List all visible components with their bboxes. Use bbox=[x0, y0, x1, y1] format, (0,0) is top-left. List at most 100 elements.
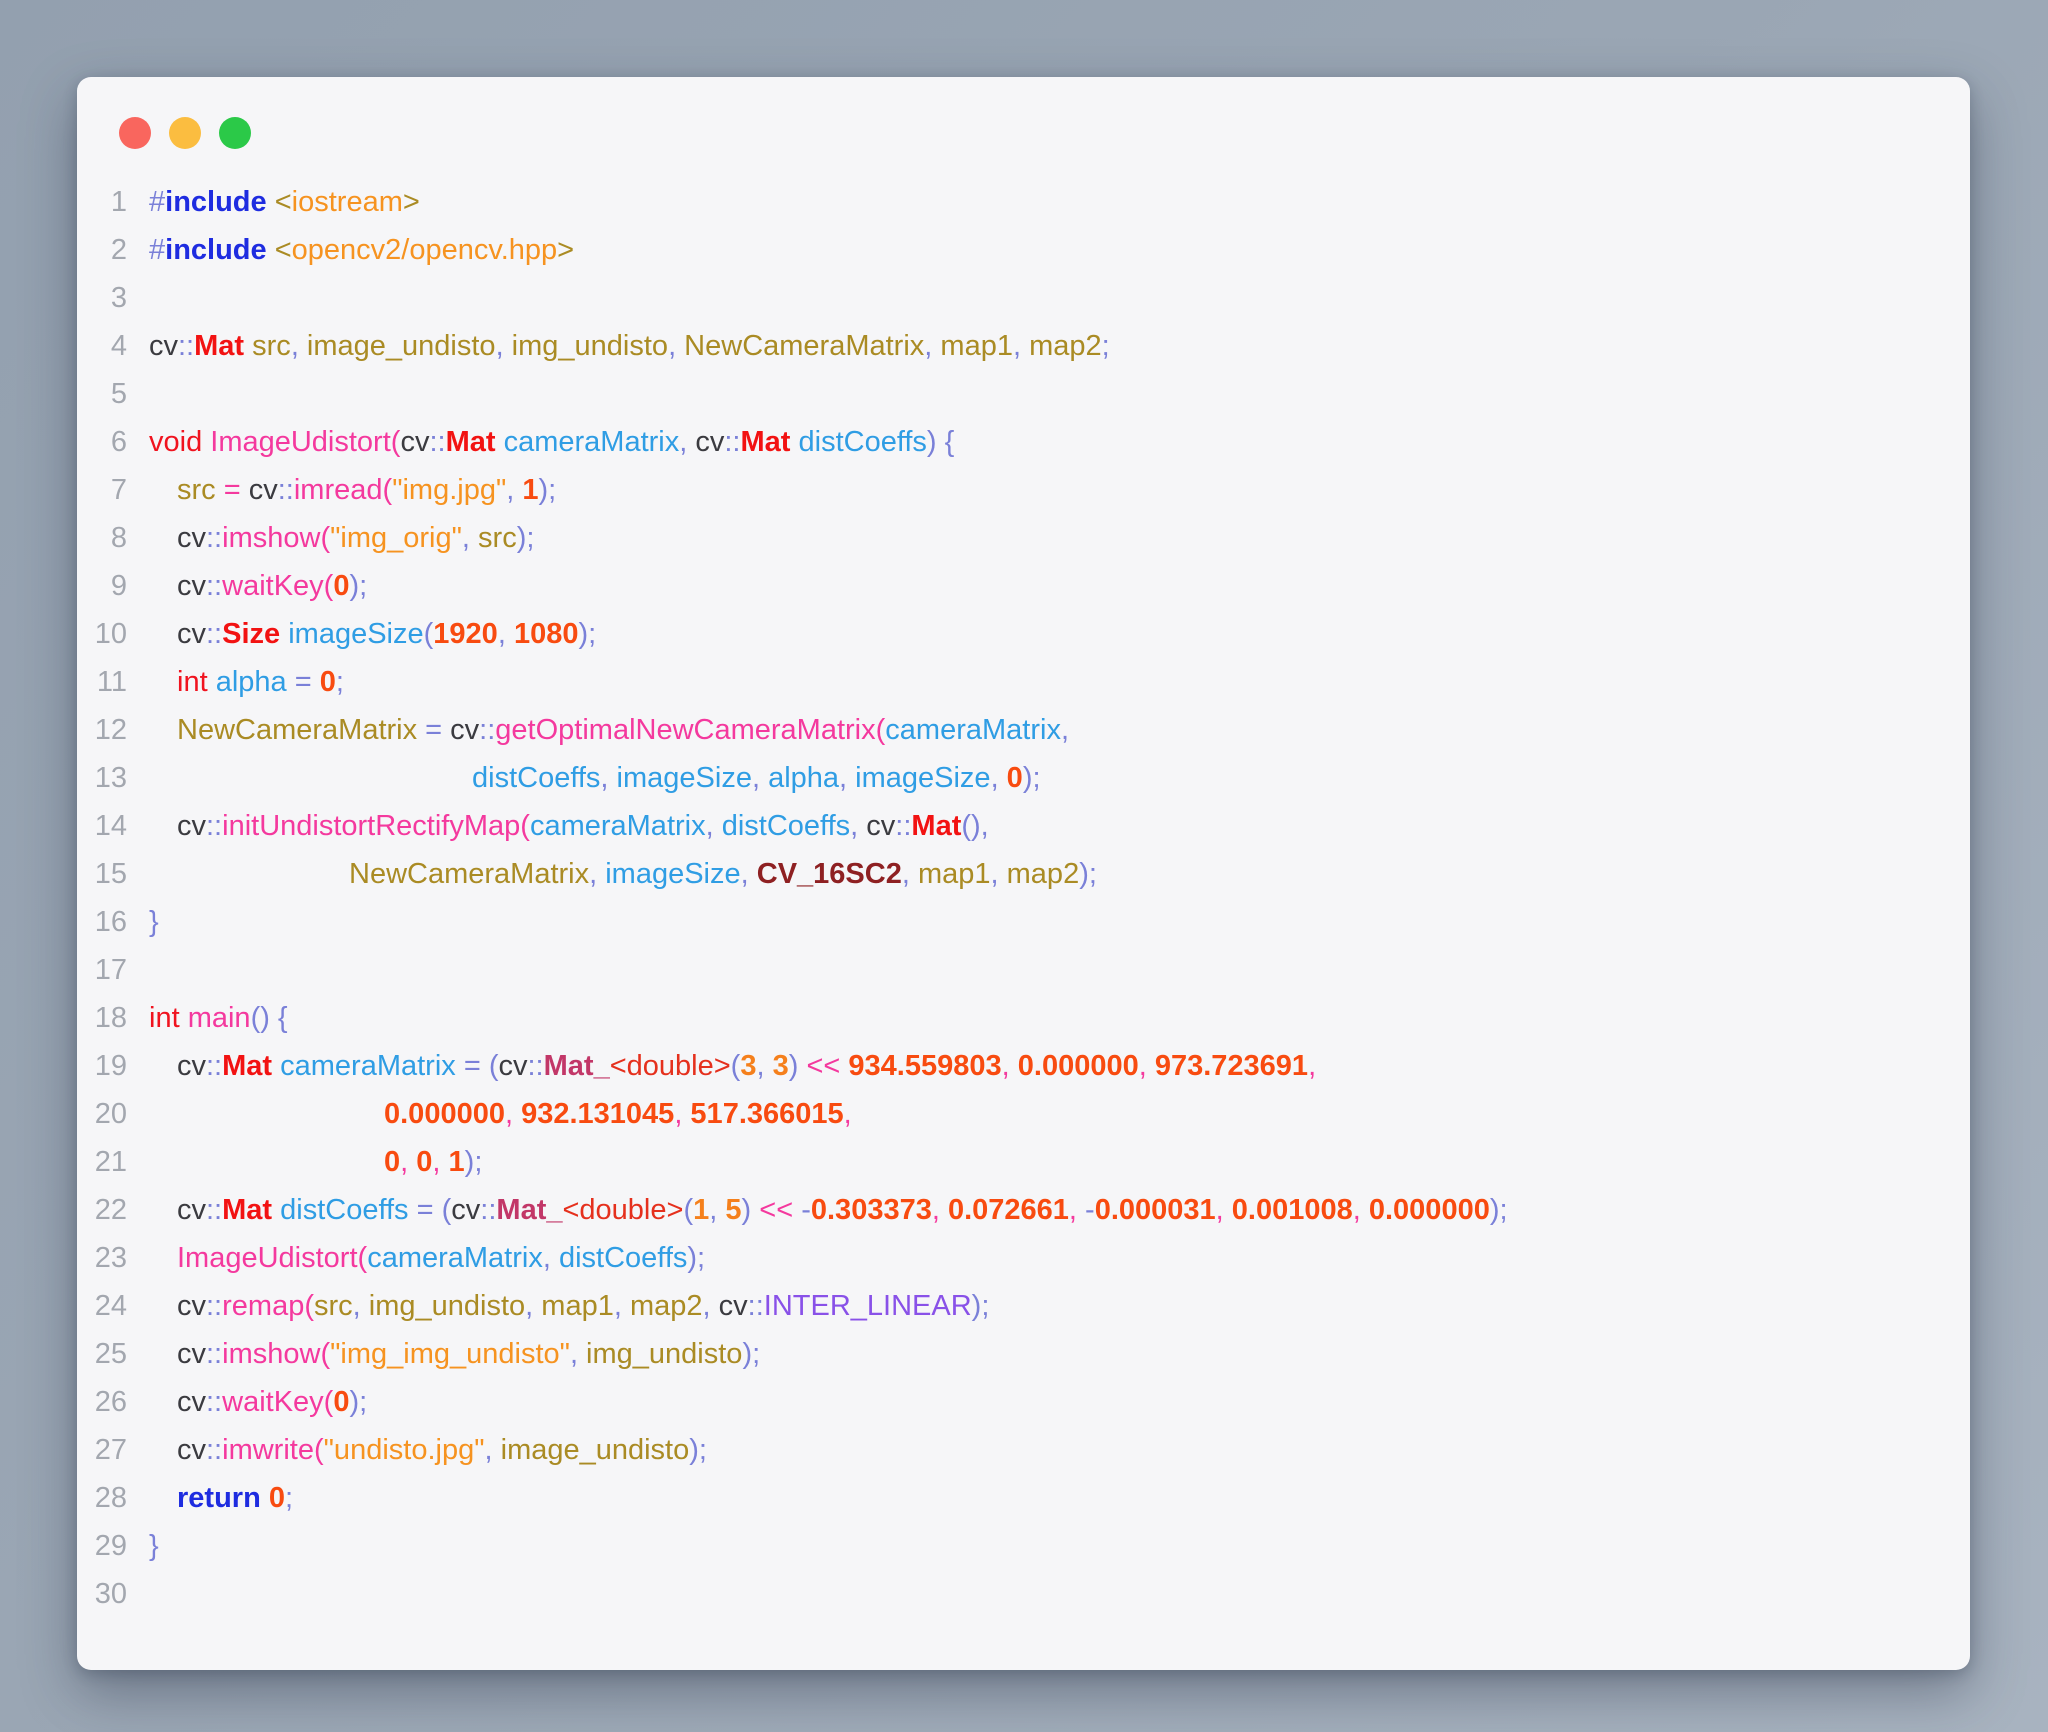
code-token: , bbox=[990, 858, 999, 890]
code-token: , bbox=[990, 762, 999, 794]
code-token: <double> bbox=[562, 1194, 684, 1226]
code-token: :: bbox=[206, 1386, 223, 1418]
code-token: > bbox=[402, 186, 420, 218]
code-token: cv bbox=[248, 474, 278, 506]
code-token: imageSize bbox=[597, 858, 741, 890]
code-token: 1 bbox=[448, 1146, 465, 1178]
line-number: 8 bbox=[110, 522, 127, 554]
code-token: cv bbox=[177, 1194, 206, 1226]
code-token: imwrite bbox=[222, 1434, 314, 1466]
code-token: - bbox=[801, 1194, 811, 1226]
code-token: ); bbox=[1022, 762, 1041, 794]
line-number: 20 bbox=[94, 1098, 127, 1130]
code-token: int bbox=[177, 666, 208, 698]
code-token: , bbox=[461, 522, 470, 554]
code-line-content: cv::imshow("img_orig", src); bbox=[127, 514, 534, 562]
code-token: 0.000000 bbox=[1009, 1050, 1139, 1082]
code-token: > bbox=[557, 234, 575, 266]
code-token: src bbox=[252, 330, 291, 362]
code-token: cv bbox=[177, 810, 206, 842]
code-token: :: bbox=[206, 1194, 223, 1226]
code-token: image_undisto bbox=[298, 330, 496, 362]
code-token: "img_orig" bbox=[330, 522, 462, 554]
line-number: 13 bbox=[94, 762, 127, 794]
code-token: :: bbox=[277, 474, 294, 506]
close-button[interactable] bbox=[119, 117, 151, 149]
code-token: :: bbox=[206, 1434, 223, 1466]
code-token: 0 bbox=[260, 1482, 285, 1514]
code-token: cv bbox=[687, 426, 725, 458]
code-token: CV_16SC2 bbox=[748, 858, 902, 890]
code-token bbox=[267, 186, 275, 218]
code-token: getOptimalNewCameraMatrix bbox=[495, 714, 876, 746]
code-token: ); bbox=[689, 1434, 707, 1466]
line-number: 15 bbox=[94, 858, 127, 890]
code-line-content: void ImageUdistort(cv::Mat cameraMatrix,… bbox=[127, 418, 954, 466]
code-token: , bbox=[290, 330, 299, 362]
maximize-button[interactable] bbox=[219, 117, 251, 149]
code-line: 17 bbox=[77, 946, 1970, 994]
code-line-content: NewCameraMatrix = cv::getOptimalNewCamer… bbox=[127, 706, 1069, 754]
code-token: ( bbox=[320, 522, 331, 554]
code-token: distCoeffs bbox=[272, 1194, 409, 1226]
code-line: 29} bbox=[77, 1522, 1970, 1570]
code-token: :: bbox=[206, 618, 223, 650]
code-token: image_undisto bbox=[492, 1434, 690, 1466]
line-number: 12 bbox=[94, 714, 127, 746]
code-line-content: } bbox=[127, 1522, 159, 1570]
code-token: include bbox=[165, 186, 267, 218]
line-number: 1 bbox=[110, 186, 127, 218]
code-token: Mat bbox=[740, 426, 791, 458]
code-token: 1 bbox=[693, 1194, 710, 1226]
code-token: ( bbox=[382, 474, 393, 506]
code-token: main bbox=[179, 1002, 251, 1034]
code-token: , bbox=[1012, 330, 1022, 362]
code-token: ( bbox=[357, 1242, 368, 1274]
code-token: ; bbox=[284, 1482, 294, 1514]
line-number: 21 bbox=[94, 1146, 127, 1178]
line-number: 16 bbox=[94, 906, 127, 938]
code-token: distCoeffs bbox=[790, 426, 927, 458]
code-line-content bbox=[127, 274, 149, 322]
code-token: opencv2/opencv.hpp bbox=[291, 234, 558, 266]
code-token: :: bbox=[178, 330, 195, 362]
code-token: cv bbox=[450, 714, 480, 746]
line-number: 26 bbox=[94, 1386, 127, 1418]
code-token: cv bbox=[149, 330, 178, 362]
code-token: , bbox=[756, 1050, 773, 1082]
code-token: , bbox=[1308, 1050, 1317, 1082]
code-token: , bbox=[400, 1146, 417, 1178]
code-line-content: cv::imshow("img_img_undisto", img_undist… bbox=[127, 1330, 760, 1378]
code-token: distCoeffs bbox=[472, 762, 601, 794]
code-token: ImageUdistort bbox=[202, 426, 391, 458]
code-token: ; bbox=[335, 666, 344, 698]
code-line-content: return 0; bbox=[127, 1474, 293, 1522]
code-token: = bbox=[215, 474, 249, 506]
code-line-content: #include <opencv2/opencv.hpp> bbox=[127, 226, 574, 274]
code-line-content: 0, 0, 1); bbox=[127, 1138, 482, 1186]
code-token: map2 bbox=[998, 858, 1080, 890]
code-token: "img_img_undisto" bbox=[330, 1338, 570, 1370]
code-token: imageSize bbox=[847, 762, 991, 794]
code-token: "img.jpg" bbox=[392, 474, 507, 506]
code-token: cameraMatrix bbox=[529, 810, 706, 842]
code-token: Mat bbox=[222, 1050, 273, 1082]
code-token: , bbox=[843, 1098, 852, 1130]
code-token: cameraMatrix bbox=[495, 426, 680, 458]
code-token: :: bbox=[206, 522, 223, 554]
code-token: cv bbox=[177, 1434, 206, 1466]
code-line-content: cv::Mat cameraMatrix = (cv::Mat_<double>… bbox=[127, 1042, 1316, 1090]
code-token: ( bbox=[313, 1434, 324, 1466]
minimize-button[interactable] bbox=[169, 117, 201, 149]
code-token: ); bbox=[687, 1242, 706, 1274]
code-token: ( bbox=[520, 810, 530, 842]
code-token: ); bbox=[578, 618, 597, 650]
